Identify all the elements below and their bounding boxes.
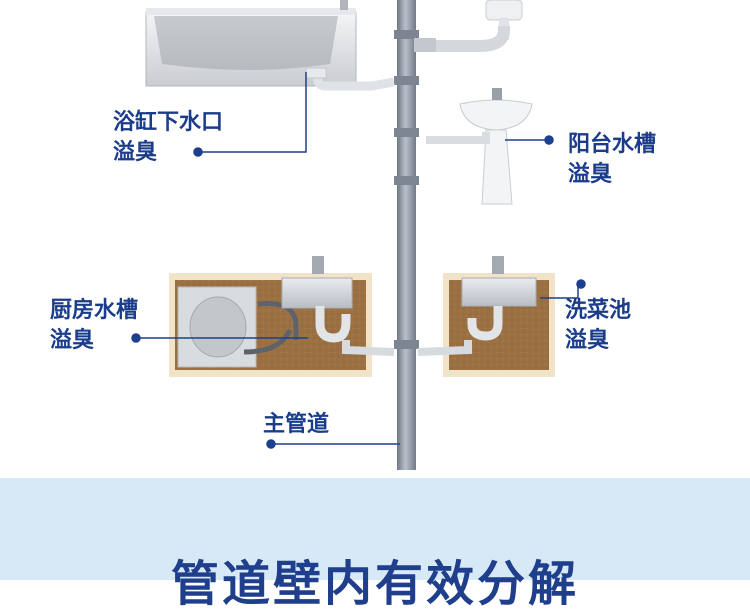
main-drain-pipe (394, 0, 419, 470)
headline: 管道壁内有效分解 (170, 556, 579, 612)
kitchen-label: 厨房水槽 溢臭 (50, 298, 139, 353)
vegetable-sink-cabinet (417, 256, 555, 377)
bathtub (145, 0, 395, 91)
kitchen-cabinet (169, 256, 395, 377)
veg-label: 洗菜池 溢臭 (565, 298, 632, 353)
bathtub-leader (198, 72, 307, 153)
veg-leader (540, 284, 579, 299)
balcony-sink (426, 88, 533, 205)
main-pipe-label: 主管道 (263, 412, 330, 437)
upper-fixture (414, 0, 523, 52)
bathtub-label: 浴缸下水口 溢臭 (113, 110, 224, 165)
plumbing-diagram (131, 0, 586, 470)
balcony-label: 阳台水槽 溢臭 (568, 132, 657, 187)
footer-banner: 管道壁内有效分解 (0, 478, 750, 612)
